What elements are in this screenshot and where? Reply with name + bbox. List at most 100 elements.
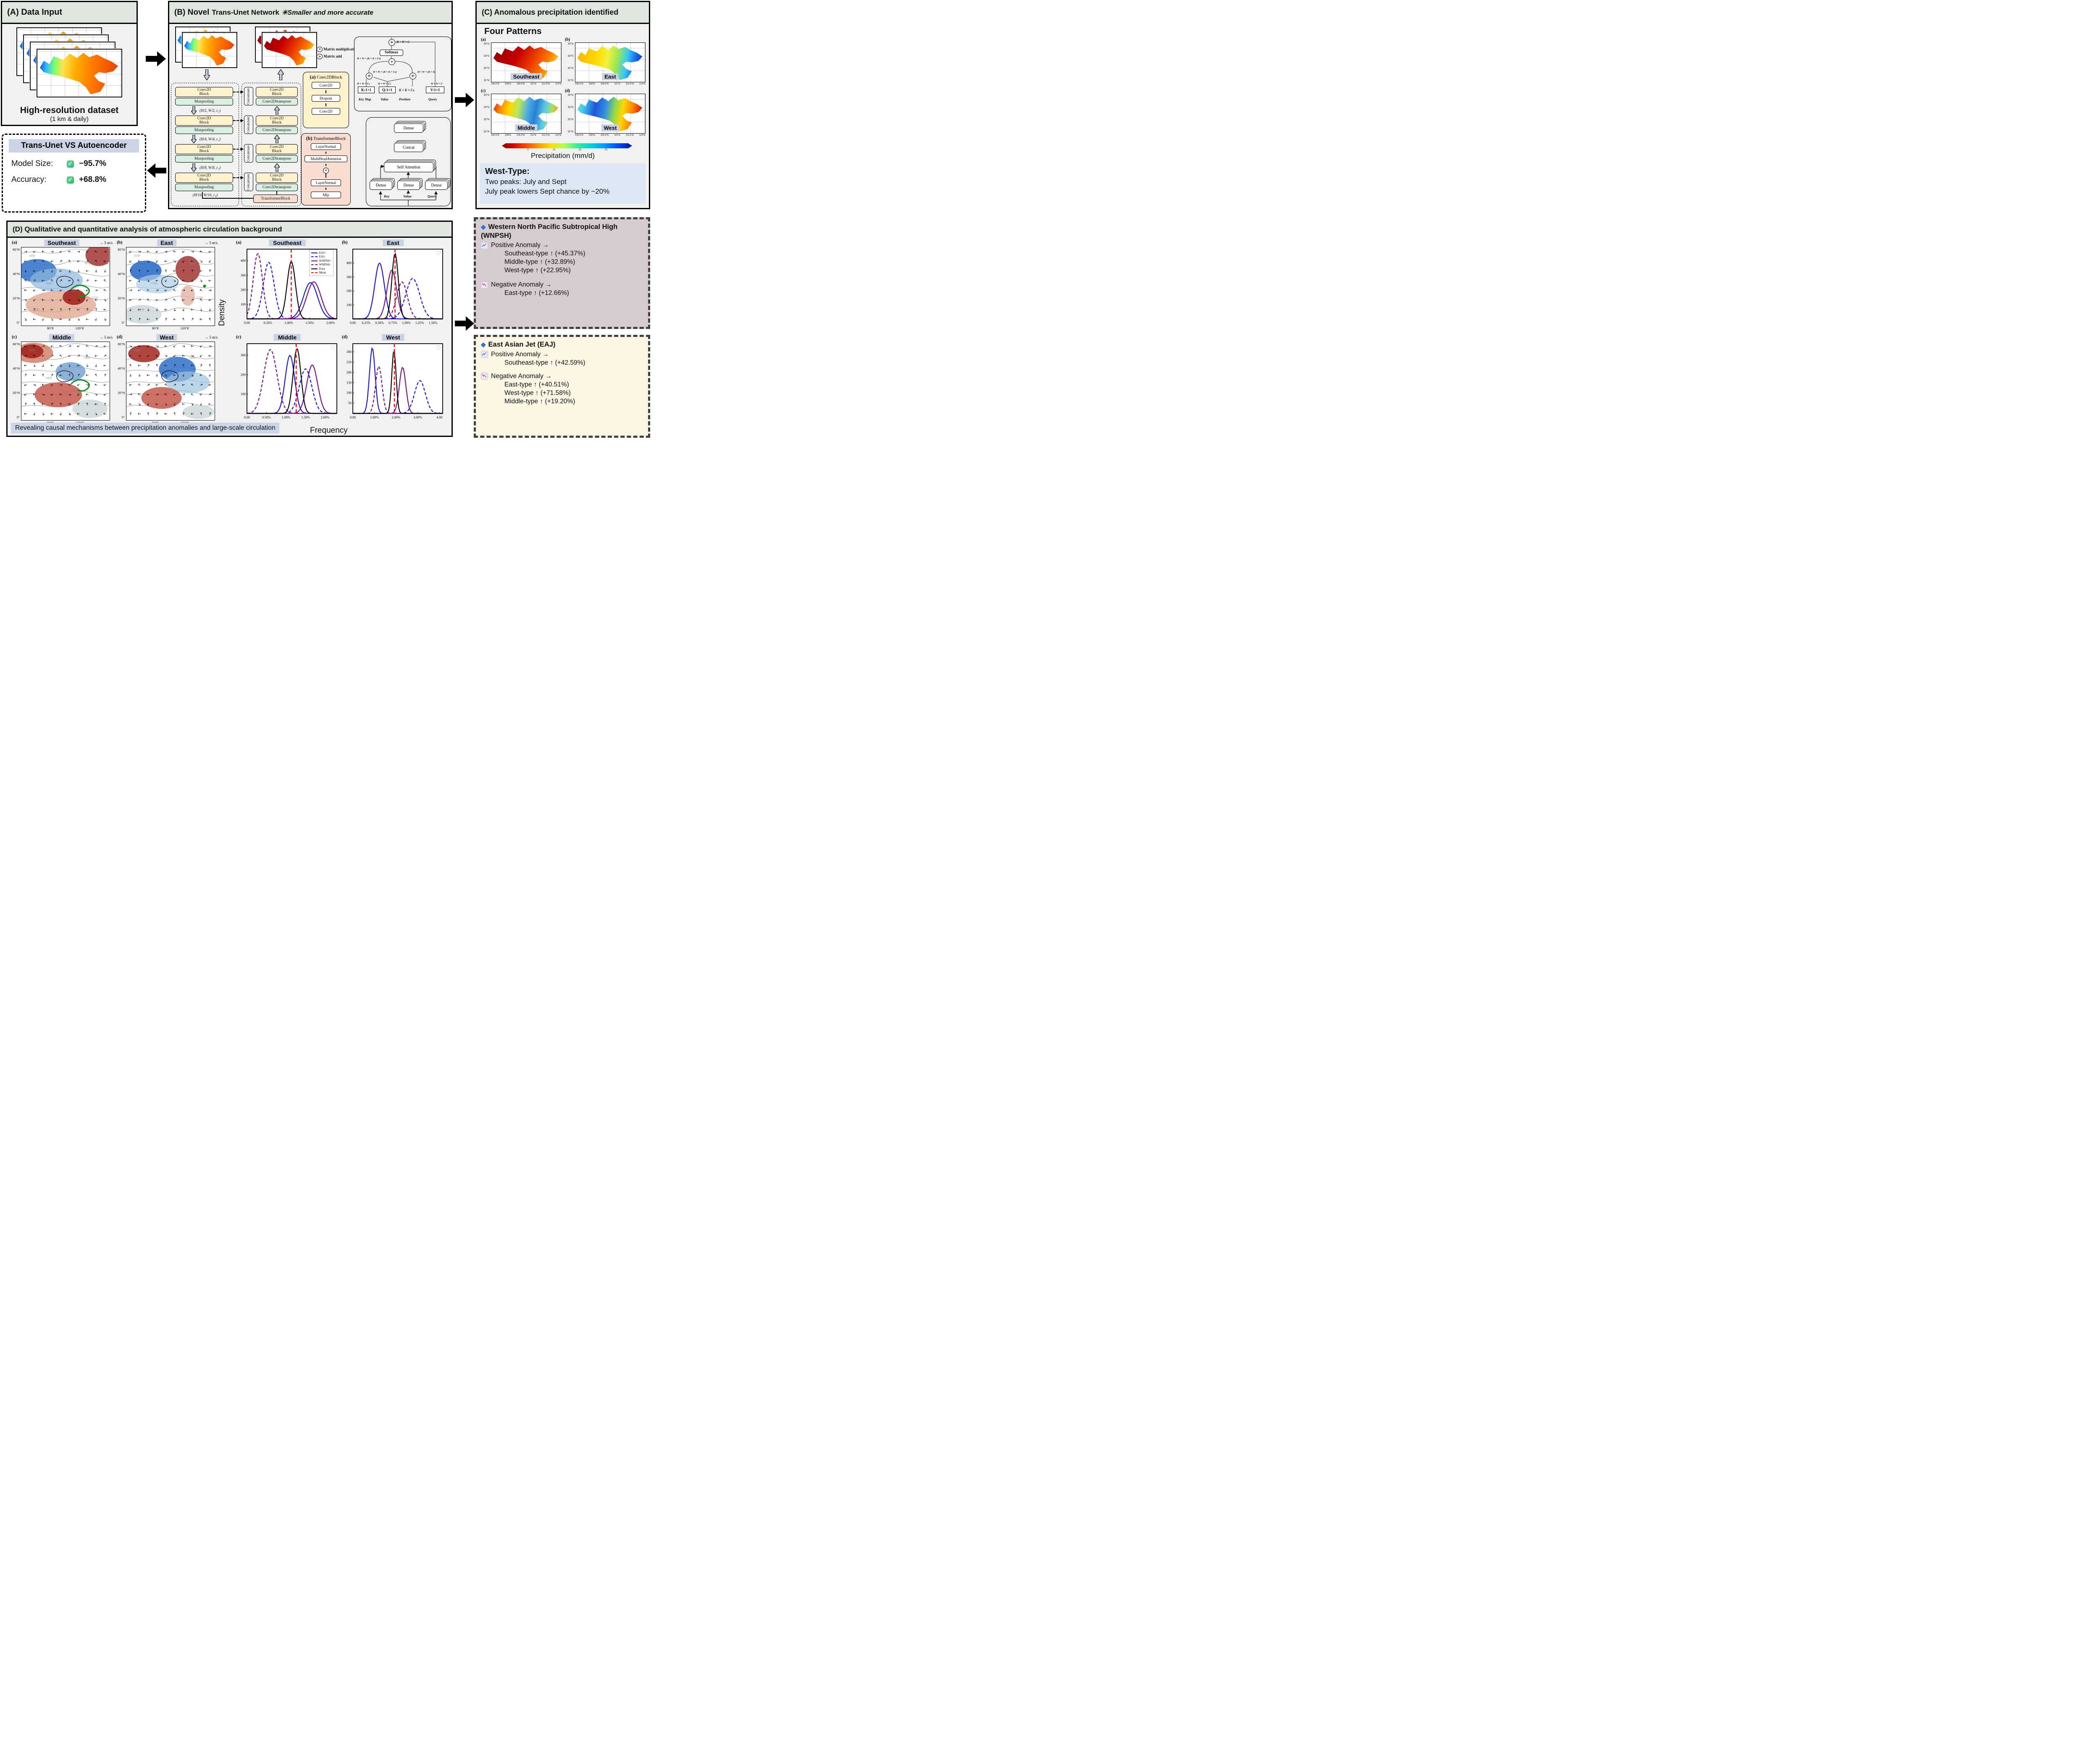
dense-layer-query: Dense <box>425 181 448 190</box>
lon-tick: 106.5°E <box>575 134 583 137</box>
panel-c-patterns: (C) Anomalous precipitation identified F… <box>475 1 650 209</box>
arrow-b-to-compare <box>147 163 166 180</box>
dimension-label: (H/2, W/2, c₁) <box>200 108 221 113</box>
lat-tick: 60°N <box>13 247 20 252</box>
dim-annotation: H × W × (K × K × Cₕ) <box>357 57 381 60</box>
density-plot-letter: (d) <box>342 334 348 339</box>
legend-entry: EAJ- <box>311 255 331 259</box>
operator-icon: ✳ <box>317 47 323 53</box>
density-plot-titlebar: (c)Middle <box>234 334 340 341</box>
panel-b-title-main: Trans-Unet Network <box>212 8 279 16</box>
maxpooling-block: Maxpooling <box>175 126 233 134</box>
eaj-positive-item: Southeast-type ↑ (+42.59%) <box>504 359 585 366</box>
west-type-box: West-Type: Two peaks: July and Sept July… <box>480 163 646 204</box>
dim-annotation: H × W × C <box>431 82 443 85</box>
svg-text:1.00%: 1.00% <box>284 321 293 325</box>
lon-tick: 114°E <box>555 134 562 137</box>
wnpsh-positive-item: Middle-type ↑ (+32.89%) <box>504 258 575 266</box>
wnpsh-positive-item: West-type ↑ (+22.95%) <box>504 267 571 274</box>
lat-tick: 33°N <box>483 55 489 58</box>
transformer-connector-line <box>202 192 203 199</box>
lat-tick: 20°N <box>118 296 125 300</box>
encoder-container <box>171 83 239 206</box>
lat-tick: 34°N <box>567 94 573 97</box>
panel-b-network: (B) Novel Trans-Unet Network ✳Smaller an… <box>168 1 453 209</box>
lat-tick: 32°N <box>483 118 489 121</box>
svg-text:100: 100 <box>346 303 352 307</box>
eaj-title: ◆East Asian Jet (EAJ) <box>481 340 643 349</box>
pattern-name-label: Middle <box>515 124 538 131</box>
svg-text:5630: 5630 <box>29 254 35 258</box>
accuracy-label: Accuracy: <box>11 175 47 184</box>
svg-text:2.00%: 2.00% <box>392 415 401 419</box>
svg-text:1.50%: 1.50% <box>429 321 438 325</box>
legend-swatch <box>311 252 318 253</box>
detail-b-layer: LayerNormal <box>311 143 341 150</box>
svg-text:0.75%: 0.75% <box>388 321 397 325</box>
detail-b-layer: LayerNormal <box>311 179 341 186</box>
density-plot-titlebar: (a)Southeast <box>234 239 340 246</box>
chart-down-icon <box>481 373 488 380</box>
svg-text:1.00%: 1.00% <box>402 321 411 325</box>
conv2d-block: Conv2D Block <box>175 144 233 154</box>
pattern-map: Southeast <box>491 42 562 82</box>
wnpsh-negative-label: Negative Anomaly → <box>491 281 552 289</box>
eaj-negative-item: Middle-type ↑ (+19.20%) <box>504 397 575 405</box>
check-icon: ✓ <box>67 176 74 184</box>
encoder-down-arrow <box>190 163 197 174</box>
eaj-negative-item: East-type ↑ (+40.51%) <box>504 381 569 388</box>
lon-tick: 109.5°E <box>516 83 525 85</box>
svg-text:100: 100 <box>241 392 246 396</box>
svg-text:0.00: 0.00 <box>350 415 356 419</box>
lat-tick: 40°N <box>13 272 20 276</box>
circulation-map-titlebar: (d)West→ 5 m/s <box>114 334 219 341</box>
circulation-map-titlebar: (b)East→ 5 m/s <box>114 239 219 246</box>
circulation-map-letter: (a) <box>12 240 17 245</box>
lon-tick: 106.5°E <box>491 134 499 137</box>
wnpsh-positive-row: Positive Anomaly → <box>481 242 643 249</box>
model-size-value: −95.7% <box>79 159 106 168</box>
maxpooling-block: Maxpooling <box>175 184 233 191</box>
softmax-box: Softmax <box>380 50 403 56</box>
legend-swatch <box>311 260 318 261</box>
dim-annotation: H × W × Cₖ <box>378 82 391 85</box>
svg-text:100: 100 <box>241 302 246 306</box>
pattern-map-letter: (b) <box>565 37 570 42</box>
compare-title: Trans-Unet VS Autoencoder <box>9 139 139 153</box>
attention-input-label: Key Map <box>359 97 371 101</box>
transunet-vs-autoencoder-box: Trans-Unet VS Autoencoder Model Size: ✓ … <box>2 134 146 213</box>
lat-tick: 34°N <box>483 94 489 97</box>
eaj-negative-item: West-type ↑ (+71.58%) <box>504 389 571 397</box>
attention-connectors <box>366 37 436 87</box>
transformer-connector-line <box>203 198 264 199</box>
svg-text:5810: 5810 <box>134 349 140 352</box>
svg-text:5850: 5850 <box>189 356 196 360</box>
eaj-title-text: East Asian Jet (EAJ) <box>488 341 556 348</box>
four-patterns-title: Four Patterns <box>484 26 542 36</box>
density-plot-titlebar: (d)West <box>340 334 446 341</box>
lat-tick: 33°N <box>483 106 489 109</box>
lat-tick: 20°N <box>118 391 125 395</box>
compare-row-model-size: Model Size: ✓ −95.7% <box>11 159 136 168</box>
wnpsh-title-text: Western North Pacific Subtropical High (… <box>481 223 618 239</box>
detail-b-layer: Mlp <box>311 192 341 198</box>
lon-tick: 108°E <box>504 134 512 137</box>
circulation-map-titlebar: (c)Middle→ 5 m/s <box>9 334 114 341</box>
self-attention-layer: Self Attention <box>384 162 433 172</box>
circulation-map-letter: (b) <box>117 240 123 245</box>
qkv-label: Key <box>384 194 390 198</box>
panel-d-caption: Revealing causal mechanisms between prec… <box>11 423 280 434</box>
